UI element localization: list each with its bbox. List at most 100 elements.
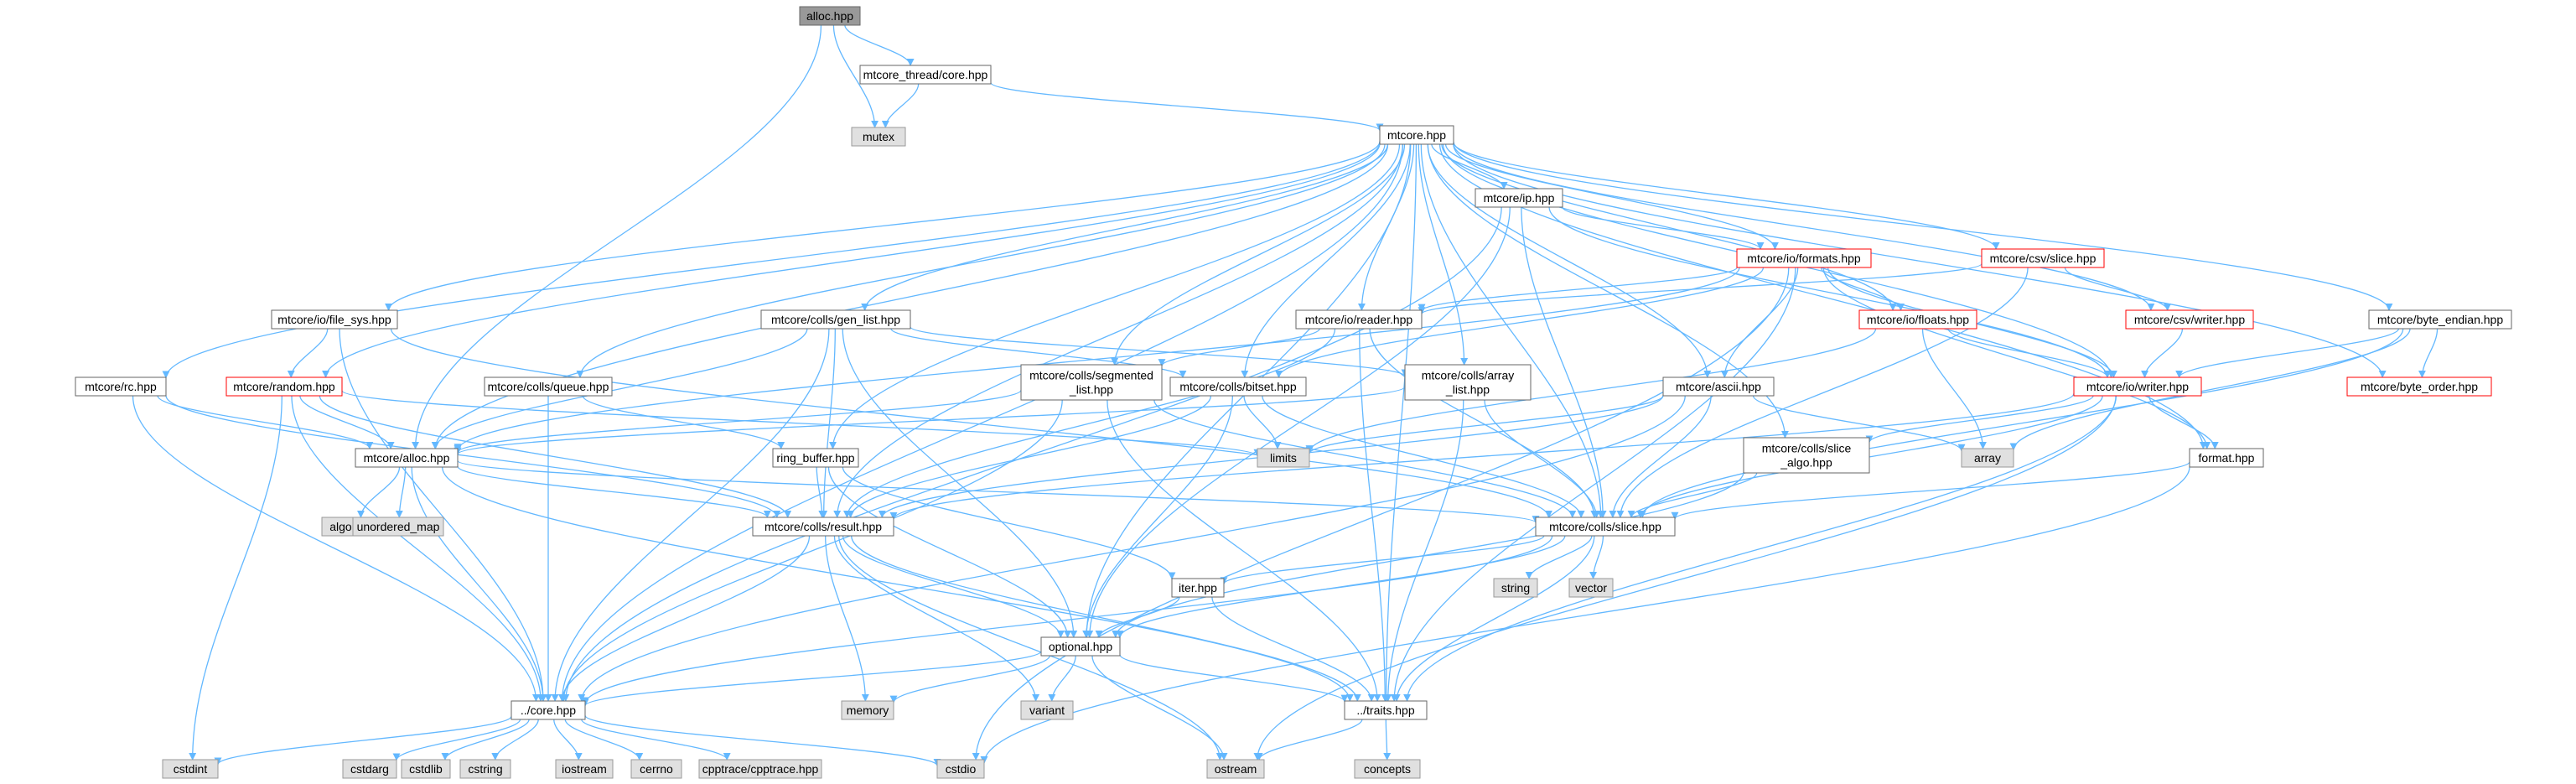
- node-cerrno: cerrno: [630, 759, 682, 779]
- node-label: iostream: [562, 762, 607, 776]
- node-random[interactable]: mtcore/random.hpp: [225, 376, 343, 397]
- node-box: [1568, 578, 1614, 598]
- node-result[interactable]: mtcore/colls/result.hpp: [752, 517, 894, 537]
- node-thread-core[interactable]: mtcore_thread/core.hpp: [859, 65, 992, 85]
- node-colls-alloc[interactable]: mtcore/alloc.hpp: [355, 448, 459, 468]
- node-string: string: [1493, 578, 1538, 598]
- edge-mtcore-to-file_sys: [385, 141, 1381, 311]
- node-gen-list[interactable]: mtcore/colls/gen_list.hpp: [760, 309, 911, 330]
- node-concepts: concepts: [1354, 759, 1421, 779]
- edge-slice-to-vector: [1589, 535, 1604, 579]
- edge-mtcore-to-gen_list: [861, 143, 1388, 311]
- node-box: [1961, 448, 2014, 468]
- node-box: [1858, 309, 1977, 330]
- node-box: [2125, 309, 2254, 330]
- edge-array_list-to-slice: [1484, 399, 1600, 518]
- node-mutex: mutex: [851, 127, 906, 147]
- edge-colls_alloc-to-traits: [442, 466, 1354, 702]
- edge-mtcore-to-byte_endian: [1453, 141, 2393, 311]
- edge-colls_alloc-to-algorithm: [356, 466, 401, 518]
- node-format[interactable]: format.hpp: [2189, 448, 2264, 468]
- node-ip[interactable]: mtcore/ip.hpp: [1475, 188, 1563, 208]
- node-label: _list.hpp: [1069, 383, 1113, 397]
- node-label: mtcore/colls/slice: [1762, 442, 1852, 455]
- edge-core-to-cerrno: [564, 719, 644, 761]
- edge-file_sys-to-core: [339, 328, 547, 702]
- node-array-list[interactable]: mtcore/colls/array_list.hpp: [1404, 364, 1532, 401]
- edge-ascii-to-array: [1752, 395, 1966, 452]
- node-label: unordered_map: [357, 520, 440, 533]
- node-formats[interactable]: mtcore/io/formats.hpp: [1736, 248, 1872, 268]
- node-queue[interactable]: mtcore/colls/queue.hpp: [484, 376, 613, 397]
- node-box: [1206, 759, 1265, 779]
- edge-mtcore-to-result: [833, 143, 1403, 518]
- node-csv-slice[interactable]: mtcore/csv/slice.hpp: [1981, 248, 2105, 268]
- node-box: [851, 127, 906, 147]
- edge-core-to-cstdlib: [441, 719, 530, 761]
- edge-colls_alloc-to-core: [411, 466, 547, 702]
- node-label: ring_buffer.hpp: [776, 451, 854, 465]
- node-label: mtcore/io/floats.hpp: [1867, 313, 1969, 326]
- node-file-sys[interactable]: mtcore/io/file_sys.hpp: [271, 309, 398, 330]
- node-byte-order[interactable]: mtcore/byte_order.hpp: [2346, 376, 2492, 397]
- node-label: concepts: [1364, 762, 1411, 776]
- node-label: memory: [847, 704, 889, 717]
- edge-io_writer-to-ostream: [1253, 395, 2117, 761]
- edge-optional-to-memory: [889, 655, 1050, 704]
- edge-queue-to-ring_buffer: [582, 395, 785, 449]
- node-label: mtcore/ascii.hpp: [1676, 380, 1761, 393]
- node-box: [2189, 448, 2264, 468]
- node-label: mutex: [863, 130, 894, 143]
- node-ascii[interactable]: mtcore/ascii.hpp: [1662, 376, 1775, 397]
- node-label: mtcore/io/reader.hpp: [1305, 313, 1413, 326]
- node-iter[interactable]: iter.hpp: [1171, 578, 1225, 598]
- node-label: alloc.hpp: [806, 9, 853, 23]
- edge-gen_list-to-result: [820, 328, 836, 518]
- node-reader[interactable]: mtcore/io/reader.hpp: [1295, 309, 1423, 330]
- node-bitset[interactable]: mtcore/colls/bitset.hpp: [1169, 376, 1307, 397]
- node-box: [1379, 125, 1454, 145]
- node-label: _algo.hpp: [1780, 456, 1832, 470]
- edge-byte_endian-to-array: [2009, 328, 2411, 451]
- edge-segmented-to-colls_alloc: [454, 389, 1022, 454]
- node-box: [1404, 364, 1532, 401]
- node-box: [841, 700, 894, 720]
- edge-mtcore-to-core: [558, 143, 1404, 702]
- node-alloc-hpp[interactable]: alloc.hpp: [799, 6, 861, 26]
- node-traits[interactable]: ../traits.hpp: [1344, 700, 1428, 720]
- node-rc[interactable]: mtcore/rc.hpp: [75, 376, 167, 397]
- node-box: [799, 6, 861, 26]
- node-label: mtcore/csv/writer.hpp: [2134, 313, 2245, 326]
- node-byte-endian[interactable]: mtcore/byte_endian.hpp: [2368, 309, 2512, 330]
- edge-floats-to-limits: [1305, 328, 1877, 454]
- edge-result-to-optional: [842, 535, 1065, 638]
- edge-traits-to-ostream: [1255, 719, 1363, 761]
- node-csv-writer[interactable]: mtcore/csv/writer.hpp: [2125, 309, 2254, 330]
- node-mtcore[interactable]: mtcore.hpp: [1379, 125, 1454, 145]
- node-ring-buffer[interactable]: ring_buffer.hpp: [772, 448, 859, 468]
- node-label: mtcore.hpp: [1387, 128, 1446, 142]
- node-box: [1169, 376, 1307, 397]
- node-io-writer[interactable]: mtcore/io/writer.hpp: [2073, 376, 2202, 397]
- edge-reader-to-segmented: [1158, 328, 1320, 367]
- node-label: ../core.hpp: [521, 704, 576, 717]
- node-slice-algo[interactable]: mtcore/colls/slice_algo.hpp: [1743, 437, 1870, 474]
- node-optional[interactable]: optional.hpp: [1040, 636, 1121, 657]
- node-slice[interactable]: mtcore/colls/slice.hpp: [1535, 517, 1676, 537]
- edge-mtcore-to-csv_slice: [1453, 142, 2000, 250]
- edge-gen_list-to-core: [551, 328, 830, 702]
- node-cstdarg: cstdarg: [342, 759, 397, 779]
- node-core[interactable]: ../core.hpp: [511, 700, 586, 720]
- node-cstdint: cstdint: [162, 759, 219, 779]
- node-box: [772, 448, 859, 468]
- edge-mtcore-to-random: [322, 143, 1381, 378]
- edge-format-to-slice: [1671, 461, 2190, 520]
- edge-floats-to-array: [1921, 328, 1987, 449]
- edge-random-to-cstdint: [189, 395, 282, 761]
- edge-array_list-to-colls_alloc: [454, 386, 1406, 455]
- node-segmented[interactable]: mtcore/colls/segmented_list.hpp: [1020, 364, 1163, 401]
- node-box: [1475, 188, 1563, 208]
- node-floats[interactable]: mtcore/io/floats.hpp: [1858, 309, 1977, 330]
- node-label: cstring: [468, 762, 502, 776]
